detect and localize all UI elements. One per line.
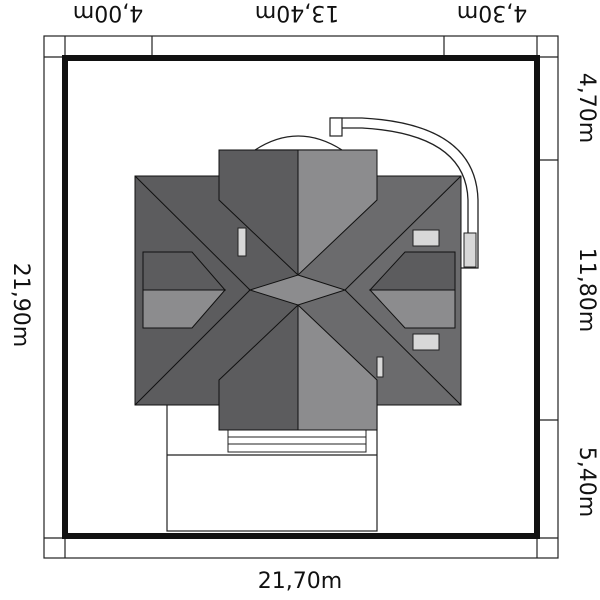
bay-window — [252, 135, 345, 151]
dim-top-left: 4,00m — [73, 0, 143, 25]
dim-right-bottom: 5,40m — [574, 447, 599, 517]
house-roof — [134, 149, 462, 431]
dim-left-total: 21,90m — [8, 263, 33, 347]
dim-top-right: 4,30m — [457, 0, 527, 25]
dim-right-top: 4,70m — [574, 73, 599, 143]
dim-bottom-total: 21,70m — [258, 569, 342, 594]
garden-path — [330, 117, 479, 269]
dim-top-center: 13,40m — [255, 0, 339, 25]
entrance-stairs — [227, 429, 367, 453]
plot-boundary — [62, 55, 540, 539]
skylights — [237, 227, 477, 378]
dim-right-middle: 11,80m — [574, 248, 599, 332]
